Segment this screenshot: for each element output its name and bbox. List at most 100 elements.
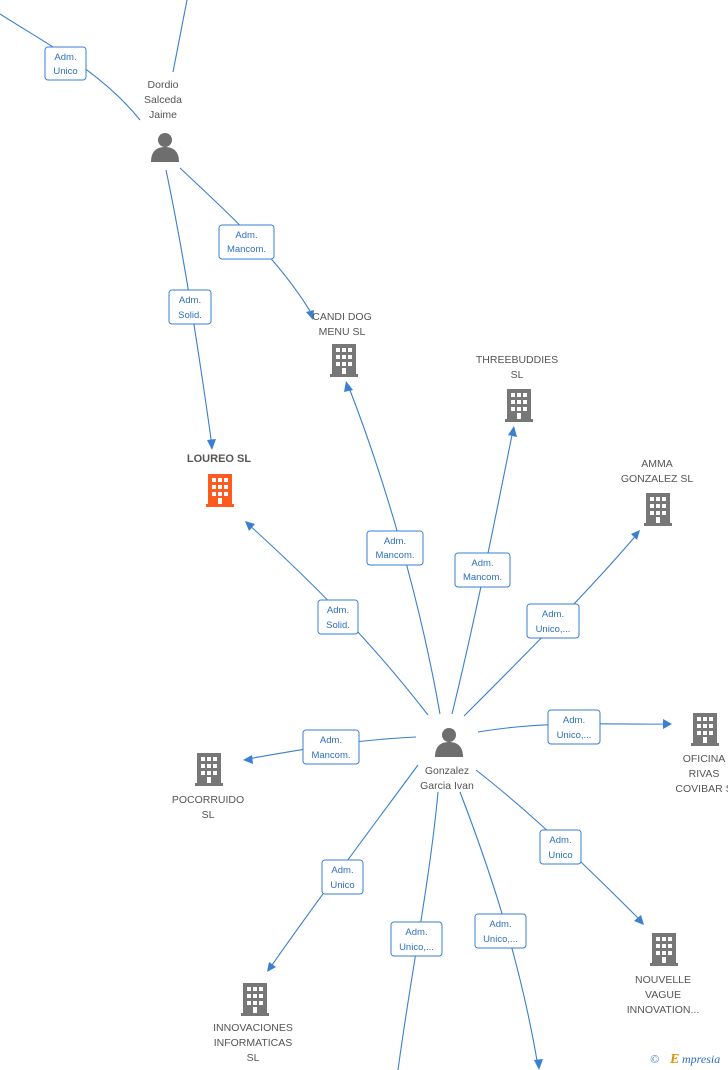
node-label: LOUREO SL [187, 453, 251, 465]
person-icon [435, 728, 463, 757]
brand-initial: E [669, 1052, 679, 1067]
edge-label-line1: Adm. [489, 919, 511, 930]
copyright-symbol: © [650, 1052, 659, 1066]
edge-label-line2: Unico,... [483, 934, 518, 945]
arrowhead [245, 521, 255, 531]
edge-label-line2: Solid. [178, 310, 202, 321]
node-label: INNOVACIONES [213, 1022, 293, 1034]
node-label: GONZALEZ SL [621, 473, 694, 485]
brand-watermark: © E mpresia [650, 1052, 720, 1067]
arrowhead [207, 439, 216, 450]
node-label: POCORRUIDO [172, 794, 244, 806]
edge-labels: Adm. Unico Adm. Mancom. Adm. Solid. Adm.… [44, 46, 601, 957]
node-label: Gonzalez [425, 765, 469, 777]
edges [0, 0, 672, 1070]
edge-label[interactable]: Adm. Unico,... [526, 603, 580, 639]
edge-label[interactable]: Adm. Unico,... [474, 913, 527, 949]
arrowhead [634, 915, 644, 925]
company-node-candi-dog[interactable]: CANDI DOG MENU SL [312, 311, 372, 377]
edge-label[interactable]: Adm. Solid. [317, 599, 359, 635]
node-label: OFICINA [683, 753, 726, 765]
node-label: Jaime [149, 109, 177, 121]
node-label: INFORMATICAS [214, 1037, 293, 1049]
edge-label-line1: Adm. [235, 230, 257, 241]
edge-label-line1: Adm. [54, 52, 76, 63]
node-label: RIVAS [689, 768, 720, 780]
arrowhead [306, 310, 314, 320]
person-node-gonzalez[interactable]: Gonzalez Garcia Ivan [420, 728, 474, 792]
edge-label-line1: Adm. [405, 927, 427, 938]
edge-label-line1: Adm. [563, 715, 585, 726]
edge-label[interactable]: Adm. Mancom. [454, 552, 511, 588]
node-label: MENU SL [319, 326, 366, 338]
node-label: SL [202, 809, 215, 821]
edge-label-line2: Mancom. [375, 550, 414, 561]
node-label: AMMA [641, 458, 673, 470]
edge-label-line1: Adm. [549, 835, 571, 846]
node-label: VAGUE [645, 989, 681, 1001]
edge-label-line2: Unico,... [399, 942, 434, 953]
edge-label-line2: Mancom. [463, 572, 502, 583]
person-icon [151, 133, 179, 162]
building-icon [206, 474, 234, 507]
edge-line [172, 0, 188, 73]
edge-label[interactable]: Adm. Unico [44, 46, 87, 81]
edge-label-line2: Solid. [326, 620, 350, 631]
building-icon [691, 713, 719, 746]
edge-label-line2: Unico [330, 880, 354, 891]
edge-label[interactable]: Adm. Mancom. [218, 224, 275, 260]
arrowhead [508, 426, 517, 437]
node-label: CANDI DOG [312, 311, 372, 323]
building-icon [644, 493, 672, 526]
company-node-threebuddies[interactable]: THREEBUDDIES SL [476, 354, 558, 422]
edge-label-line1: Adm. [320, 735, 342, 746]
node-label: NOUVELLE [635, 974, 691, 986]
node-label: Dordio [148, 79, 179, 91]
edge-label[interactable]: Adm. Unico,... [547, 709, 601, 745]
brand-name: mpresia [682, 1052, 720, 1066]
company-node-amma[interactable]: AMMA GONZALEZ SL [621, 458, 694, 526]
arrowhead [663, 719, 672, 729]
company-node-oficina[interactable]: OFICINA RIVAS COVIBAR S [675, 713, 728, 795]
edge-label[interactable]: Adm. Mancom. [302, 729, 360, 765]
edge-label[interactable]: Adm. Solid. [168, 289, 212, 325]
edge-label[interactable]: Adm. Unico,... [390, 921, 443, 957]
arrowhead [243, 755, 253, 764]
arrowhead [534, 1059, 543, 1070]
edge-label[interactable]: Adm. Mancom. [366, 530, 424, 566]
edge-label-line1: Adm. [327, 605, 349, 616]
edge-label-line1: Adm. [384, 536, 406, 547]
node-label: INNOVATION... [627, 1004, 700, 1016]
node-label: SL [247, 1052, 260, 1064]
company-node-nouvelle[interactable]: NOUVELLE VAGUE INNOVATION... [627, 933, 700, 1016]
edge-label-line2: Mancom. [227, 244, 266, 255]
node-label: SL [511, 369, 524, 381]
building-icon [505, 389, 533, 422]
building-icon [330, 344, 358, 377]
edge-label[interactable]: Adm. Unico [321, 859, 364, 895]
edge-label-line2: Unico [548, 850, 572, 861]
edge-label-line1: Adm. [471, 558, 493, 569]
edge-label[interactable]: Adm. Unico [539, 829, 582, 865]
node-label: Salceda [144, 94, 182, 106]
company-node-loureo[interactable]: LOUREO SL [187, 453, 251, 507]
company-node-innovaciones[interactable]: INNOVACIONES INFORMATICAS SL [213, 983, 293, 1064]
arrowhead [344, 381, 353, 392]
building-icon [650, 933, 678, 966]
arrowhead [631, 530, 640, 540]
node-label: THREEBUDDIES [476, 354, 558, 366]
node-label: Garcia Ivan [420, 780, 474, 792]
node-label: COVIBAR S [675, 783, 728, 795]
arrowhead [267, 962, 276, 972]
edge-label-line1: Adm. [179, 295, 201, 306]
company-node-pocorruido[interactable]: POCORRUIDO SL [172, 753, 244, 821]
building-icon [241, 983, 269, 1016]
edge-label-line2: Unico,... [536, 624, 571, 635]
building-icon [195, 753, 223, 786]
edge-label-line1: Adm. [542, 609, 564, 620]
edge-label-line2: Unico [53, 66, 77, 77]
person-node-dordio[interactable]: Dordio Salceda Jaime [144, 79, 182, 162]
edge-label-line2: Unico,... [557, 730, 592, 741]
edge-label-line2: Mancom. [311, 750, 350, 761]
